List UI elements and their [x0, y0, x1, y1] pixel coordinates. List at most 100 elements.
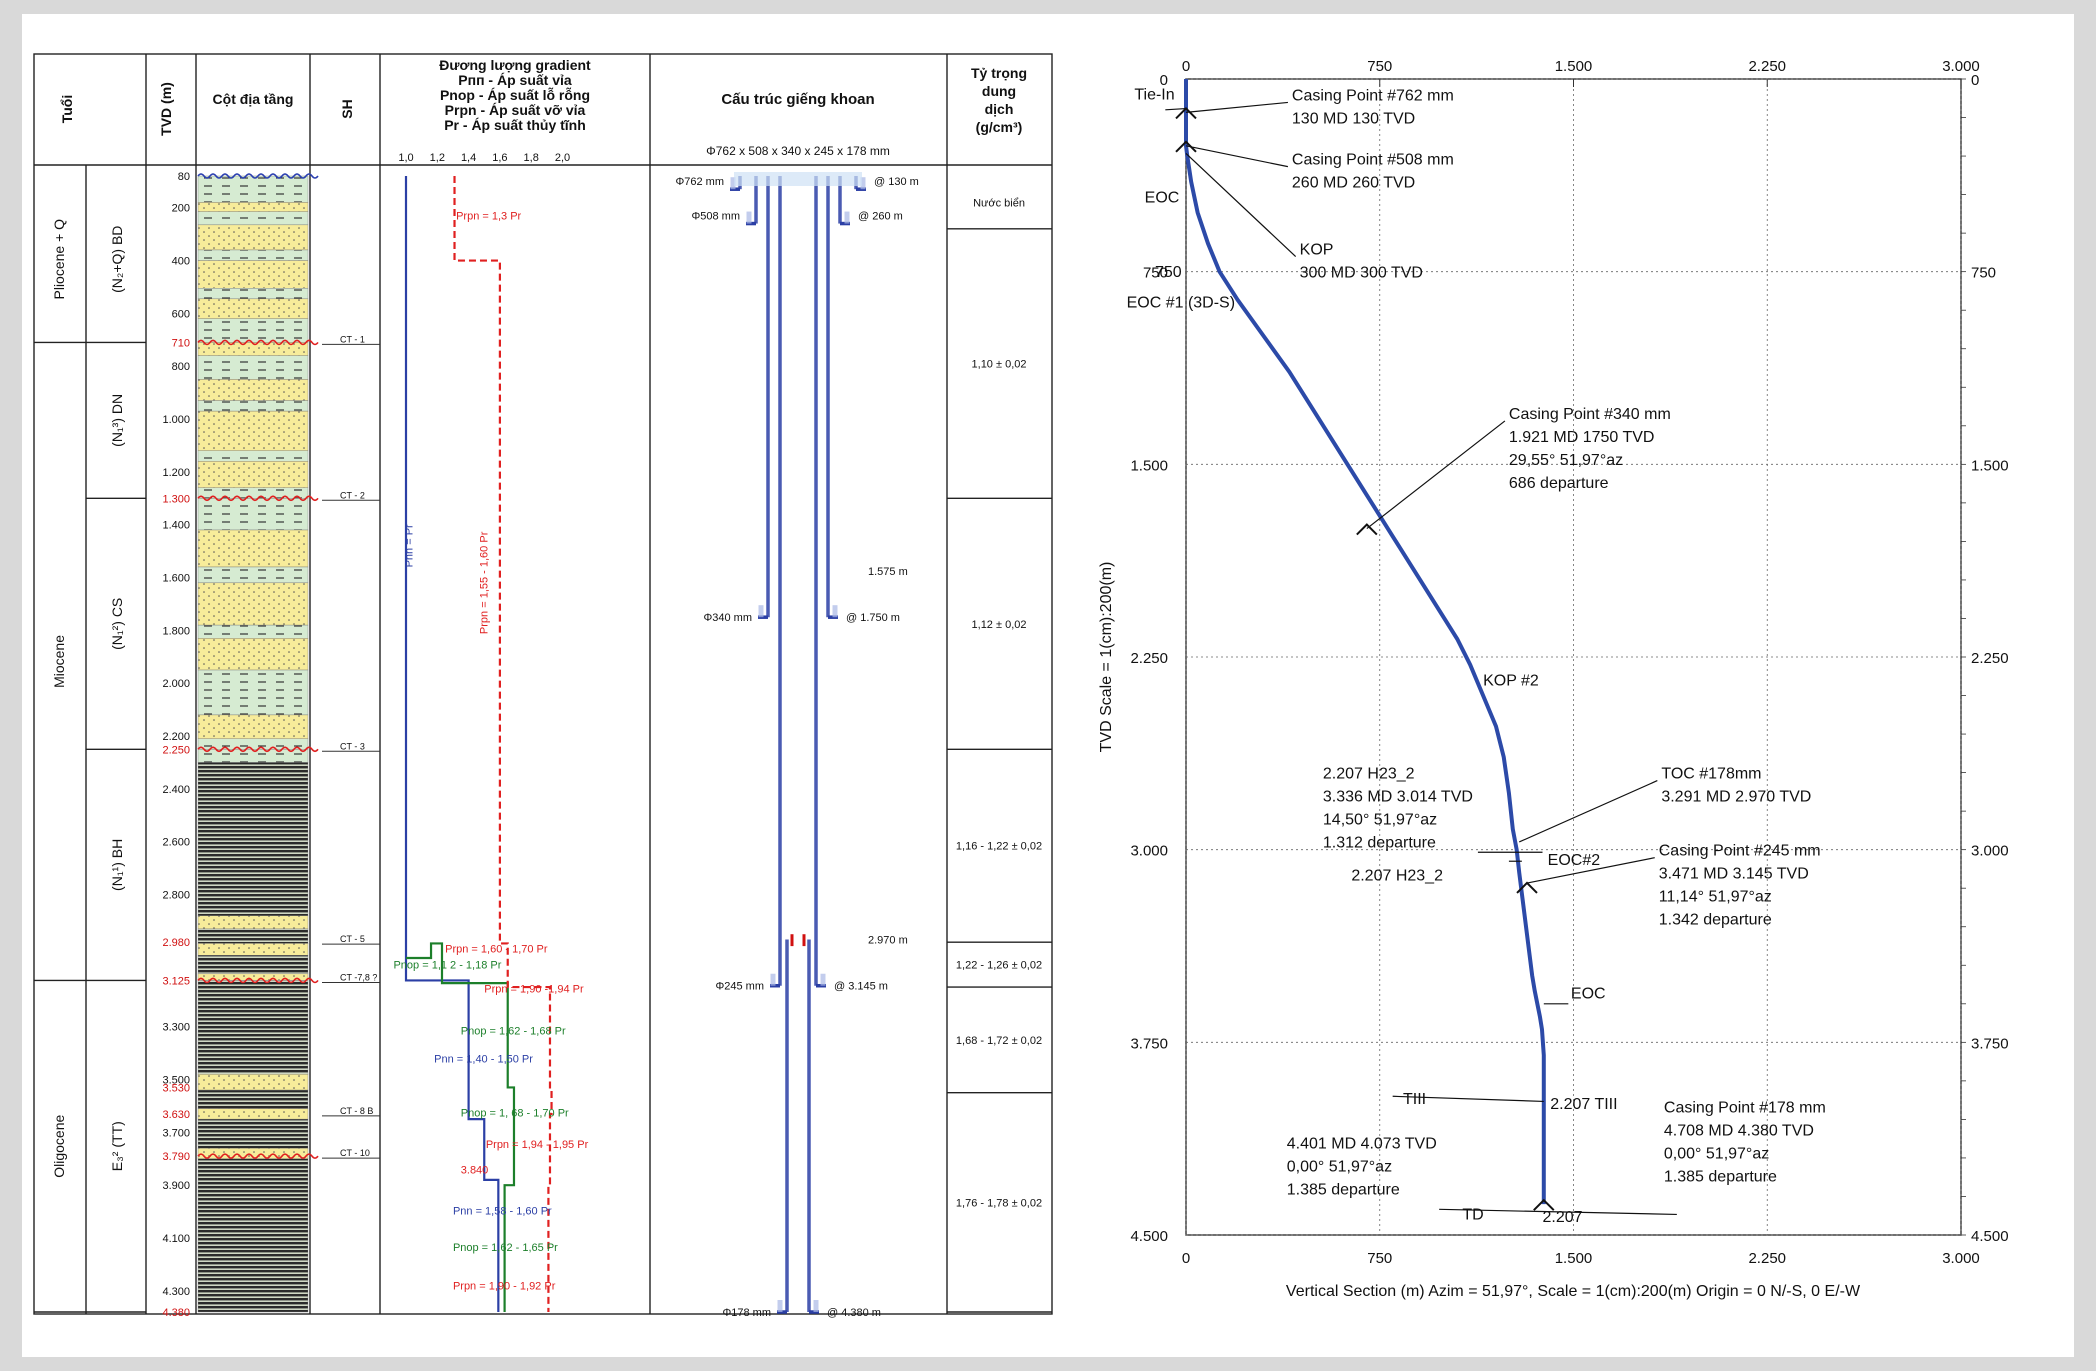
y-tick-right: 1.500 [1971, 457, 2009, 474]
lithology-bed [197, 1158, 309, 1313]
x-tick-top: 1.500 [1555, 58, 1593, 75]
header-structure: Cấu trúc giếng khoan [721, 91, 874, 108]
annotation-text: 1.921 MD 1750 TVD [1509, 429, 1655, 446]
depth-tick-label: 1.300 [162, 493, 190, 505]
depth-tick-label: 200 [172, 203, 190, 215]
depth-tick-label: 4.300 [162, 1286, 190, 1298]
depth-tick-label: 3.790 [162, 1151, 190, 1163]
annotation-leader [1519, 780, 1658, 843]
lithology-bed [197, 260, 309, 289]
lithology-bed [197, 955, 309, 975]
header-strat: Cột địa tầng [213, 91, 294, 107]
annotation-text: Casing Point #762 mm [1292, 87, 1454, 104]
annotation-text: Casing Point #340 mm [1509, 406, 1671, 423]
depth-tick-label: 710 [172, 337, 190, 349]
depth-tick-label: 1.800 [162, 625, 190, 637]
depth-tick-label: 3.900 [162, 1180, 190, 1192]
age-label: Miocene [51, 635, 67, 688]
sh-marker-label: CT - 8 B [340, 1106, 373, 1116]
casing-shoe-label: @ 260 m [858, 211, 903, 223]
curve-label: Pnn = 1,40 - 1,50 Pr [434, 1053, 533, 1065]
annotation-text: 0,00° 51,97°az [1664, 1146, 1769, 1163]
depth-tick-label: 3.500 [162, 1075, 190, 1087]
trajectory-label: EOC #1 (3D-S) [1127, 295, 1235, 312]
trajectory-label: 2.207 [1543, 1209, 1583, 1226]
lithology-bed [197, 249, 309, 261]
depth-tick-label: 400 [172, 256, 190, 268]
lithology-bed [197, 298, 309, 319]
y-tick-left: 0 [1160, 72, 1168, 89]
density-label: 1,12 ± 0,02 [972, 619, 1027, 631]
formation-label: (N₂+Q) BD [109, 226, 125, 293]
x-tick-top: 0 [1182, 58, 1190, 75]
gradient-tick: 1,2 [430, 152, 445, 164]
lithology-bed [197, 379, 309, 401]
lithology-bed [197, 288, 309, 300]
annotation-text: 1.385 departure [1664, 1169, 1777, 1186]
x-tick-bottom: 1.500 [1555, 1250, 1593, 1267]
formation-label: (N₁³) DN [109, 394, 125, 447]
depth-tick-label: 3.300 [162, 1022, 190, 1034]
annotation-text: 11,14° 51,97°az [1659, 889, 1772, 906]
density-label: 1,68 - 1,72 ± 0,02 [956, 1035, 1042, 1047]
unconformity-wave [197, 495, 319, 502]
density-label: 1,76 - 1,78 ± 0,02 [956, 1197, 1042, 1209]
header-gradient-line: Pnop - Áp suất lỗ rỗng [440, 87, 590, 103]
casing-od-label: Φ508 mm [691, 211, 740, 223]
gradient-tick: 1,4 [461, 152, 476, 164]
gradient-tick: 1,6 [492, 152, 507, 164]
curve-label: Pnop = 1, 68 - 1,70 Pr [461, 1108, 569, 1120]
header-gradient-line: Pr - Áp suất thủy tĩnh [444, 117, 586, 133]
curve-label: Pnop = 1,1 2 - 1,18 Pr [393, 960, 501, 972]
x-tick-top: 2.250 [1748, 58, 1786, 75]
annotation-leader [1366, 420, 1506, 530]
depth-tick-label: 3.700 [162, 1127, 190, 1139]
lithology-bed [197, 980, 309, 1075]
header-density-line: (g/cm³) [976, 119, 1023, 135]
density-label: Nước biển [973, 197, 1025, 209]
depth-tick-label: 2.200 [162, 731, 190, 743]
curve-label: Prpn = 1,60 - 1,70 Pr [445, 944, 548, 956]
annotation-text: 14,50° 51,97°az [1323, 812, 1437, 829]
y-tick-right: 0 [1971, 72, 1979, 89]
annotation-leader [1526, 857, 1655, 884]
y-tick-left: 750 [1143, 265, 1168, 282]
trajectory-label: KOP #2 [1483, 672, 1539, 689]
y-tick-right: 2.250 [1971, 650, 2009, 667]
curve-Prpn [453, 176, 553, 1312]
annotation-text: 0,00° 51,97°az [1287, 1159, 1392, 1176]
depth-tick-label: 80 [178, 171, 190, 183]
annotation-text: TOC #178mm [1661, 766, 1761, 783]
depth-tick-label: 3.630 [162, 1109, 190, 1121]
depth-tick-label: 1.400 [162, 520, 190, 532]
annotation-leader [1185, 101, 1288, 113]
depth-tick-label: 2.800 [162, 890, 190, 902]
annotation-text: KOP [1300, 242, 1334, 259]
annotation-text: 1.312 departure [1323, 835, 1436, 852]
trajectory-label: 2.207 TIII [1550, 1096, 1617, 1113]
annotation-leader [1185, 153, 1297, 257]
lithology-bed [197, 461, 309, 488]
lithology-bed [197, 566, 309, 584]
annotation-text: Casing Point #178 mm [1664, 1100, 1826, 1117]
annotation-leader [1185, 145, 1289, 168]
structure-note: 2.970 m [868, 934, 908, 946]
gradient-tick: 1,0 [398, 152, 413, 164]
depth-tick-label: 600 [172, 308, 190, 320]
leader-line [1392, 1095, 1544, 1103]
sh-marker-label: CT -7,8 ? [340, 972, 377, 982]
lithology-bed [197, 638, 309, 671]
lithology-bed [197, 450, 309, 462]
annotation-text: 4.401 MD 4.073 TVD [1287, 1136, 1437, 1153]
lithology-bed [197, 624, 309, 639]
depth-tick-label: 4.380 [162, 1307, 190, 1319]
annotation-text: 686 departure [1509, 475, 1609, 492]
lithology-bed [197, 915, 309, 930]
header-density-line: dung [982, 83, 1016, 99]
lithology-bed [197, 1089, 309, 1109]
sh-marker-label: CT - 5 [340, 934, 365, 944]
annotation-text: 1.342 departure [1659, 912, 1772, 929]
casing-od-label: Φ762 mm [675, 176, 724, 188]
annotation-text: Casing Point #508 mm [1292, 152, 1454, 169]
